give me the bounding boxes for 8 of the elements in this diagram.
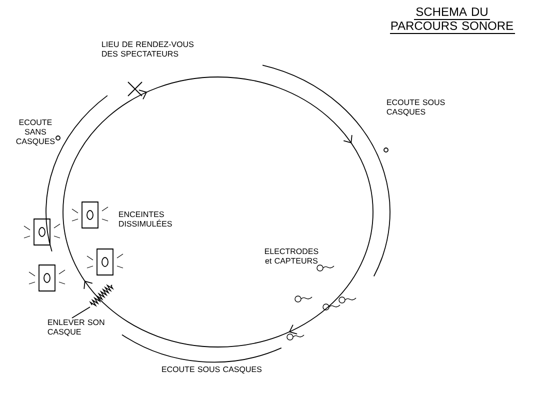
annotation: ECOUTE SOUS CASQUES xyxy=(162,366,262,374)
annotation: ECOUTE SOUS CASQUES xyxy=(386,99,445,116)
annotation: ENLEVER SON CASQUE xyxy=(48,319,104,336)
annotation: ELECTRODES et CAPTEURS xyxy=(265,248,318,264)
title: SCHEMA DU PARCOURS SONORE xyxy=(391,7,514,30)
annotation: ENCEINTES DISSIMULÉES xyxy=(119,211,172,227)
annotation: ECOUTE SANS CASQUES xyxy=(16,119,55,146)
annotation: LIEU DE RENDEZ-VOUS DES SPECTATEURS xyxy=(102,41,194,57)
